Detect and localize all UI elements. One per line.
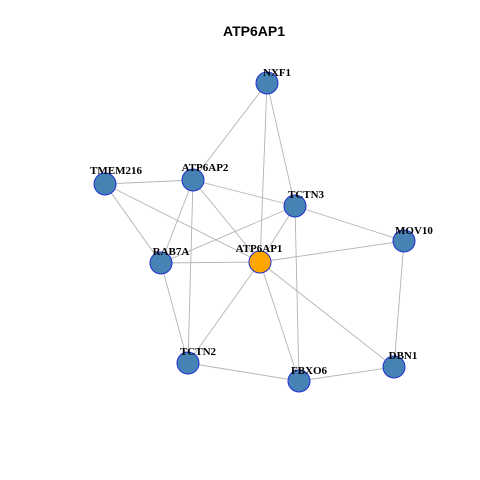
node-tctn3: TCTN3: [283, 189, 325, 218]
node-atp6ap1: ATP6AP1: [236, 243, 283, 274]
edge-atp6ap1-dbn1: [259, 261, 395, 368]
edge-tctn3-rab7a: [160, 205, 296, 264]
edge-nxf1-atp6ap1: [259, 82, 268, 263]
edge-tctn3-fbxo6: [294, 205, 300, 382]
edge-atp6ap2-rab7a: [160, 179, 194, 264]
node-label: ATP6AP2: [182, 162, 229, 174]
edge-tctn3-mov10: [294, 205, 405, 242]
edge-rab7a-tctn2: [160, 262, 189, 364]
node-circle: [176, 351, 200, 375]
node-circle: [283, 194, 307, 218]
edge-atp6ap2-tctn3: [192, 179, 296, 207]
node-circle: [382, 355, 406, 379]
node-label: MOV10: [395, 225, 433, 237]
edge-nxf1-tctn3: [266, 82, 296, 207]
node-label: NXF1: [263, 67, 291, 79]
edge-mov10-dbn1: [393, 240, 405, 368]
edge-tmem216-atp6ap1: [104, 183, 261, 263]
edge-fbxo6-dbn1: [298, 366, 395, 382]
edge-tmem216-atp6ap2: [104, 179, 194, 185]
node-circle: [392, 229, 416, 253]
node-label: ATP6AP1: [236, 243, 283, 255]
graph-title: ATP6AP1: [223, 23, 285, 39]
edge-atp6ap1-tctn2: [187, 261, 261, 364]
node-rab7a: RAB7A: [149, 246, 190, 275]
node-fbxo6: FBXO6: [287, 365, 328, 393]
edge-layer: [104, 82, 405, 382]
edge-nxf1-atp6ap2: [192, 82, 268, 181]
node-label: DBN1: [389, 350, 418, 362]
edge-atp6ap1-mov10: [259, 240, 405, 263]
node-circle: [248, 250, 272, 274]
edge-atp6ap1-fbxo6: [259, 261, 300, 382]
node-label: TCTN2: [180, 346, 217, 358]
node-circle: [287, 369, 311, 393]
node-tctn2: TCTN2: [176, 346, 217, 375]
node-atp6ap2: ATP6AP2: [181, 162, 229, 192]
node-circle: [149, 251, 173, 275]
edge-tctn2-fbxo6: [187, 362, 300, 382]
node-tmem216: TMEM216: [90, 165, 142, 196]
node-nxf1: NXF1: [255, 67, 291, 95]
edge-rab7a-atp6ap1: [160, 261, 261, 264]
node-mov10: MOV10: [392, 225, 433, 253]
node-circle: [181, 168, 205, 192]
edge-atp6ap2-atp6ap1: [192, 179, 261, 263]
node-circle: [93, 172, 117, 196]
node-label: TCTN3: [288, 189, 325, 201]
node-dbn1: DBN1: [382, 350, 418, 379]
edge-tmem216-rab7a: [104, 183, 162, 264]
node-label: FBXO6: [291, 365, 328, 377]
node-label: RAB7A: [153, 246, 190, 258]
node-label: TMEM216: [90, 165, 142, 177]
node-circle: [255, 71, 279, 95]
edge-atp6ap2-tctn2: [187, 179, 194, 364]
